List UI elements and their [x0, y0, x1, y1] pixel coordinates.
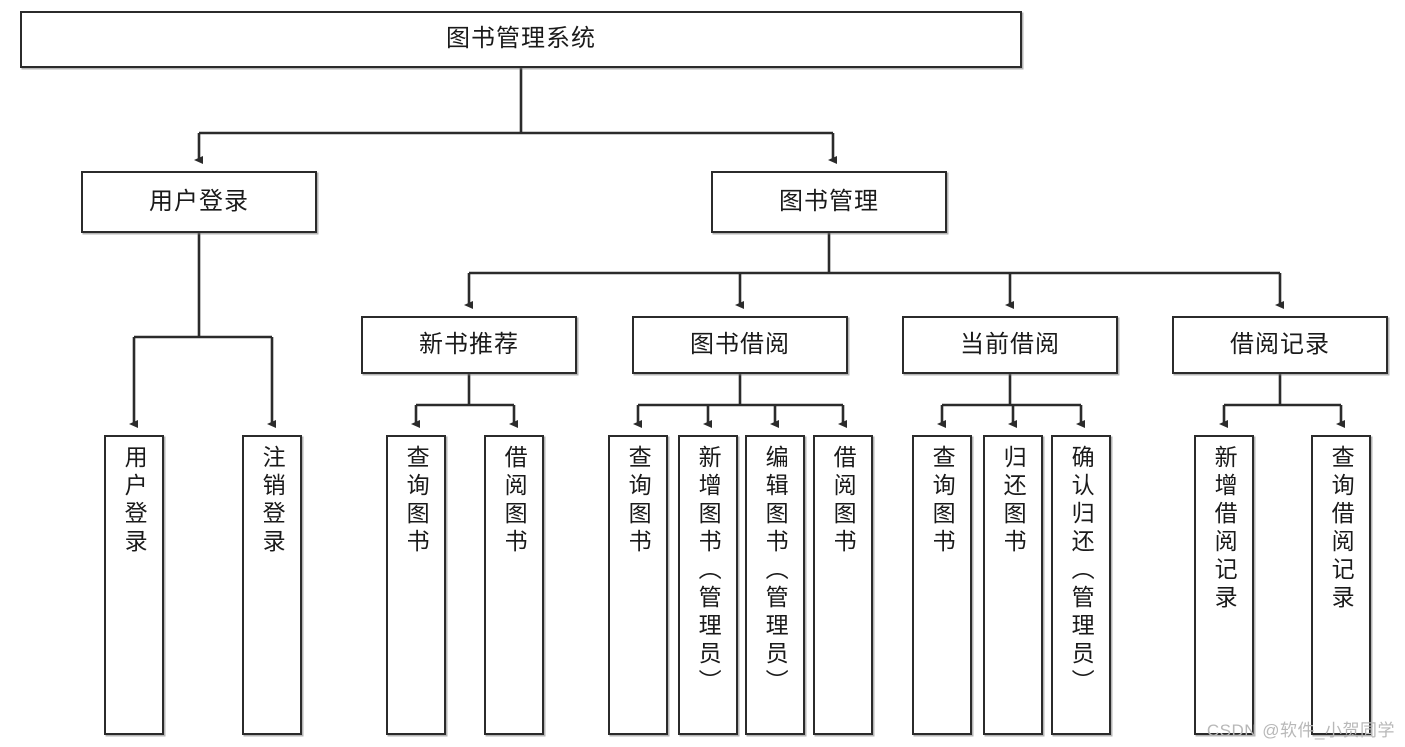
node-leaf-user-login[interactable]: 用户登录: [104, 435, 164, 735]
node-root[interactable]: 图书管理系统: [20, 11, 1022, 68]
node-book-management-label: 图书管理: [779, 187, 879, 215]
node-leaf-confirm-return-admin[interactable]: 确认归还（管理员）: [1051, 435, 1111, 735]
node-leaf-query-borrow-record[interactable]: 查询借阅记录: [1311, 435, 1371, 735]
node-leaf-query-book-recommend-label: 查询图书: [403, 445, 430, 557]
node-leaf-logout[interactable]: 注销登录: [242, 435, 302, 735]
node-leaf-confirm-return-admin-label: 确认归还（管理员）: [1068, 445, 1095, 697]
node-user-login-label: 用户登录: [149, 187, 249, 215]
node-leaf-add-book-admin-label: 新增图书（管理员）: [695, 445, 722, 697]
node-leaf-add-book-admin[interactable]: 新增图书（管理员）: [678, 435, 738, 735]
node-borrow-records-label: 借阅记录: [1230, 330, 1330, 358]
node-leaf-return-book-label: 归还图书: [1000, 445, 1027, 557]
node-book-borrow[interactable]: 图书借阅: [632, 316, 848, 374]
node-leaf-borrow-book-recommend-label: 借阅图书: [501, 445, 528, 557]
node-leaf-logout-label: 注销登录: [259, 445, 286, 557]
node-leaf-query-book-borrow-label: 查询图书: [625, 445, 652, 557]
node-new-book-recommend[interactable]: 新书推荐: [361, 316, 577, 374]
node-leaf-query-borrow-record-label: 查询借阅记录: [1328, 445, 1355, 613]
node-leaf-edit-book-admin-label: 编辑图书（管理员）: [762, 445, 789, 697]
node-leaf-borrow-book-recommend[interactable]: 借阅图书: [484, 435, 544, 735]
node-leaf-query-book-recommend[interactable]: 查询图书: [386, 435, 446, 735]
node-leaf-borrow-book[interactable]: 借阅图书: [813, 435, 873, 735]
node-book-management[interactable]: 图书管理: [711, 171, 947, 233]
node-borrow-records[interactable]: 借阅记录: [1172, 316, 1388, 374]
node-leaf-borrow-book-label: 借阅图书: [830, 445, 857, 557]
node-user-login[interactable]: 用户登录: [81, 171, 317, 233]
node-leaf-query-book-current[interactable]: 查询图书: [912, 435, 972, 735]
node-leaf-add-borrow-record-label: 新增借阅记录: [1211, 445, 1238, 613]
node-new-book-recommend-label: 新书推荐: [419, 330, 519, 358]
node-leaf-query-book-current-label: 查询图书: [929, 445, 956, 557]
node-book-borrow-label: 图书借阅: [690, 330, 790, 358]
node-leaf-add-borrow-record[interactable]: 新增借阅记录: [1194, 435, 1254, 735]
node-leaf-edit-book-admin[interactable]: 编辑图书（管理员）: [745, 435, 805, 735]
node-current-borrow[interactable]: 当前借阅: [902, 316, 1118, 374]
node-root-label: 图书管理系统: [446, 25, 596, 53]
watermark-text: CSDN @软件_小贺同学: [1206, 721, 1395, 740]
node-current-borrow-label: 当前借阅: [960, 330, 1060, 358]
node-leaf-query-book-borrow[interactable]: 查询图书: [608, 435, 668, 735]
node-leaf-user-login-label: 用户登录: [121, 445, 148, 557]
node-leaf-return-book[interactable]: 归还图书: [983, 435, 1043, 735]
